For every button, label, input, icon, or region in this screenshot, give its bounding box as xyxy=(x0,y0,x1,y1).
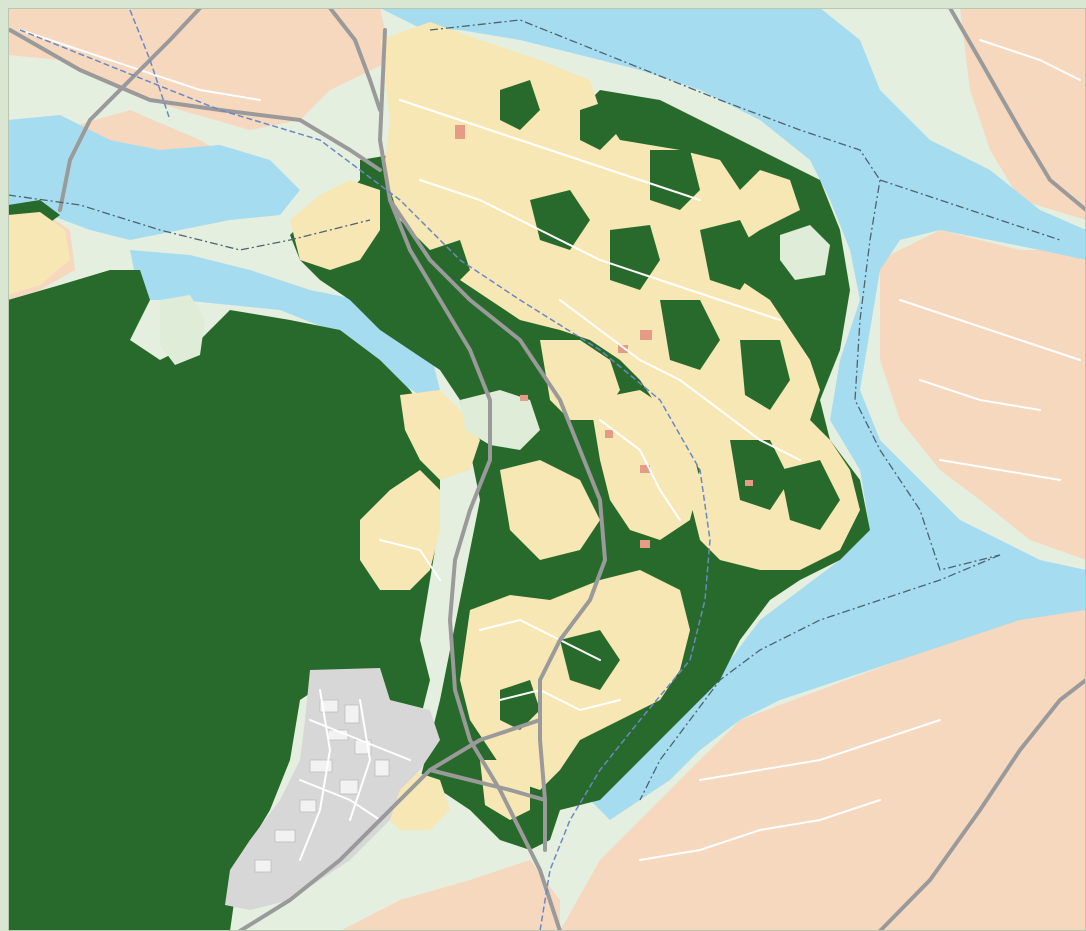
residential-areas xyxy=(8,22,860,830)
commercial-buildings xyxy=(455,125,753,548)
railway xyxy=(19,9,711,931)
parkland xyxy=(160,225,830,450)
land-use-map[interactable] xyxy=(8,8,1086,931)
major-roads xyxy=(8,8,1086,931)
forest-patches xyxy=(430,80,840,730)
minor-roads xyxy=(19,29,1081,861)
municipal-boundary xyxy=(8,19,1061,801)
industrial-area xyxy=(225,668,440,910)
